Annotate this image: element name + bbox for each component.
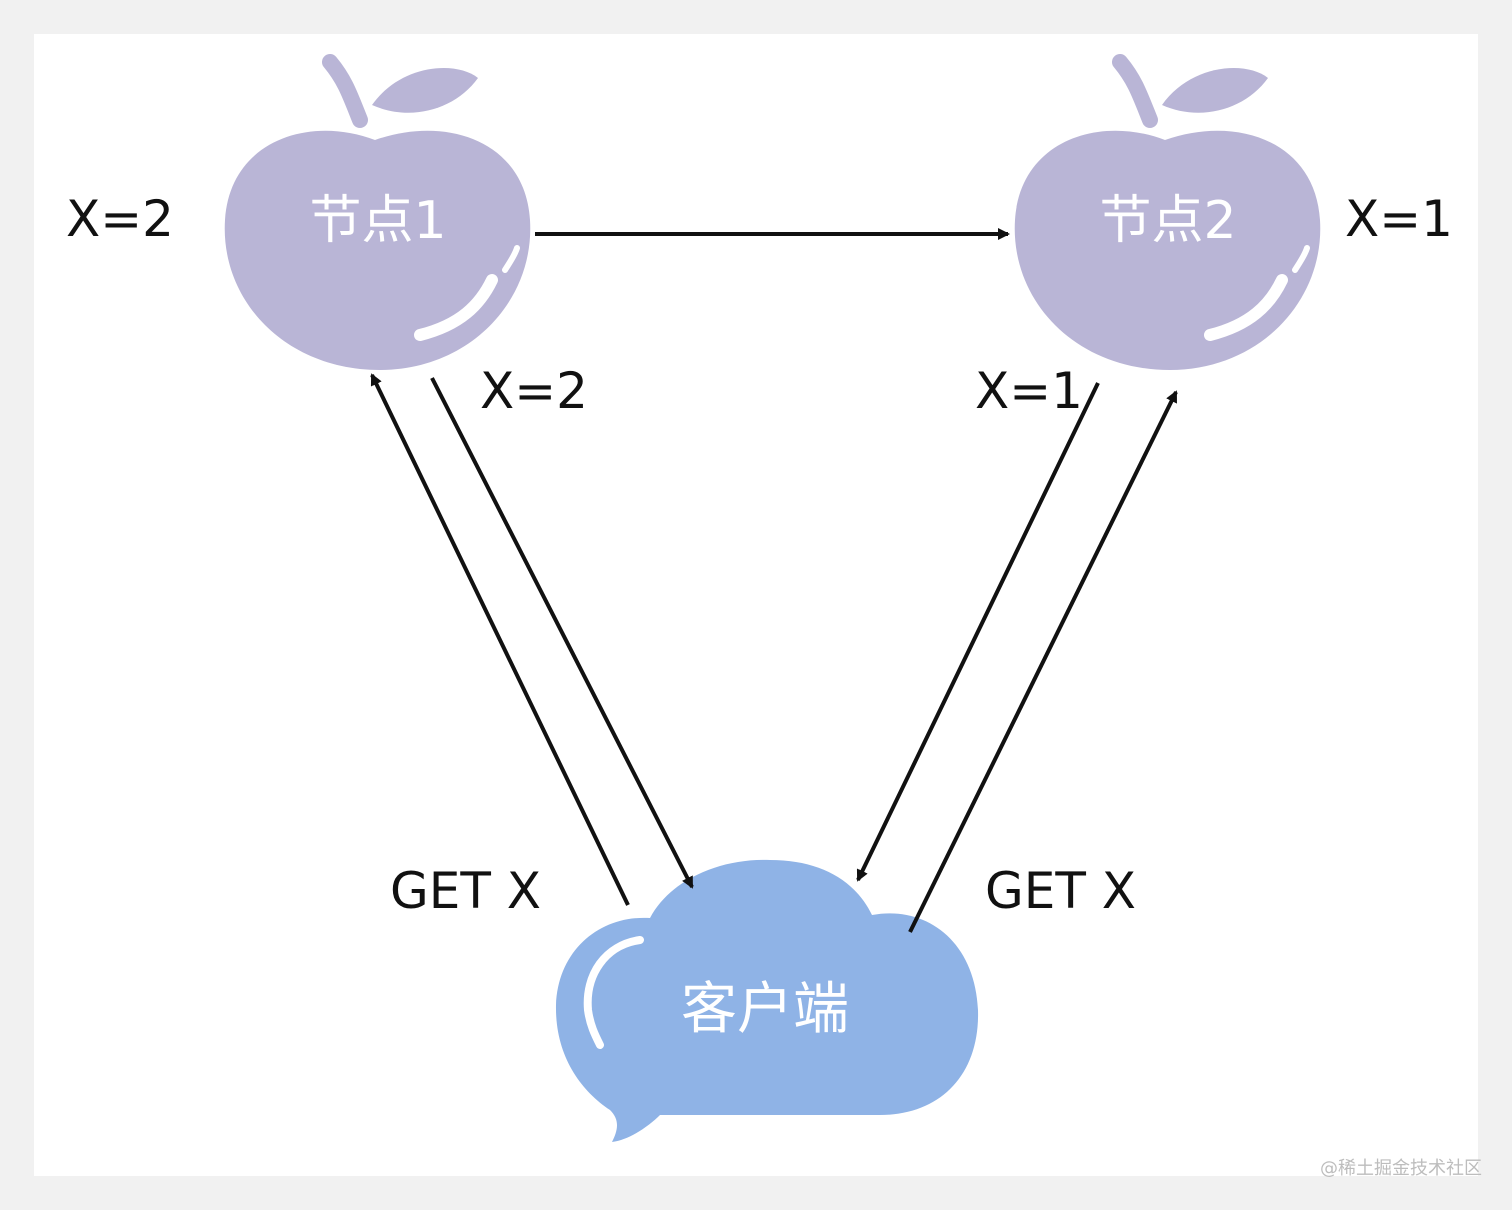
node1-leaf-icon [372,68,478,113]
node1-shine-icon [414,274,498,341]
node2-apple: 节点2 [1014,54,1321,370]
edge-client-to-node1-label: GET X [390,862,541,920]
edge-client-to-node1 [370,373,630,906]
node2-value-label: X=1 [1345,190,1453,248]
node1-stem-icon [322,54,368,128]
client-cloud-shine-icon [583,936,644,1049]
node2-leaf-icon [1162,68,1268,113]
client-label: 客户端 [681,977,849,1042]
edge-client-to-node2 [908,390,1178,933]
node1-body [224,130,531,370]
node2-body [1014,130,1321,370]
node1-label: 节点1 [309,191,446,251]
edge-node1-to-client [430,377,694,889]
node2-stem-icon [1112,54,1158,128]
edge-client-to-node2-label: GET X [985,862,1136,920]
watermark: @稀土掘金技术社区 [1320,1158,1482,1179]
client-cloud-body [555,859,979,1142]
edge-node2-to-client [856,382,1100,882]
edge-node2-response-label: X=1 [975,362,1083,420]
client-cloud: 客户端 [555,859,979,1142]
node1-value-label: X=2 [66,190,174,248]
node2-label: 节点2 [1099,191,1236,251]
node1-apple: 节点1 [224,54,531,370]
node2-shine-icon [1204,274,1288,341]
edge-node1-response-label: X=2 [480,362,588,420]
